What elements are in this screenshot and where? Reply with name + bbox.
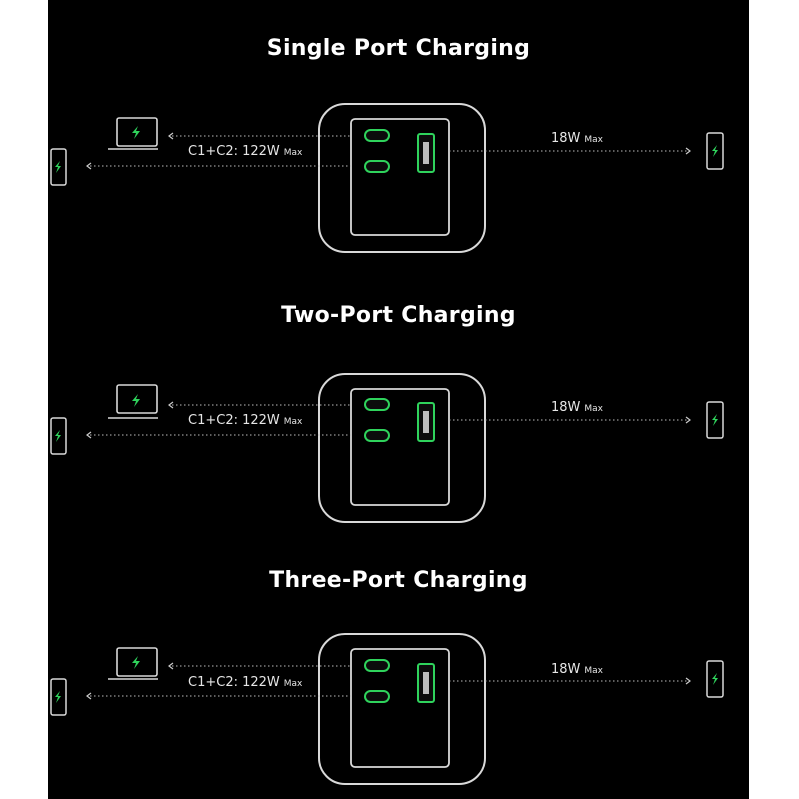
usb-c-port-icon — [364, 690, 390, 703]
charging-diagram — [50, 373, 724, 523]
usba-unit: Max — [584, 666, 604, 676]
lightning-bolt-icon — [132, 394, 140, 407]
lightning-bolt-icon — [55, 430, 61, 442]
charger-body — [318, 373, 486, 523]
laptop-icon — [108, 647, 158, 680]
usb-c-port-icon — [364, 659, 390, 672]
section-title: Three-Port Charging — [269, 568, 528, 593]
phone-icon-right — [706, 660, 724, 698]
lightning-bolt-icon — [712, 673, 718, 685]
lightning-bolt-icon — [132, 126, 140, 139]
c1c2-unit: Max — [283, 148, 303, 158]
charging-diagram — [50, 633, 724, 785]
usb-c-port-icon — [364, 129, 390, 142]
c1c2-unit: Max — [283, 679, 303, 689]
c1c2-unit: Max — [283, 417, 303, 427]
phone-icon-right — [706, 132, 724, 170]
laptop-icon — [108, 384, 158, 419]
usba-unit: Max — [584, 135, 604, 145]
lightning-bolt-icon — [55, 691, 61, 703]
phone-icon-right — [706, 401, 724, 439]
lightning-bolt-icon — [712, 145, 718, 157]
usb-c-port-icon — [364, 398, 390, 411]
phone-icon-left — [50, 678, 67, 716]
usb-c-port-icon — [364, 160, 390, 173]
usba-unit: Max — [584, 404, 604, 414]
charger-body — [318, 103, 486, 253]
section-title: Two-Port Charging — [281, 303, 516, 328]
lightning-bolt-icon — [55, 161, 61, 173]
charger-body — [318, 633, 486, 785]
charging-diagram — [50, 103, 724, 253]
lightning-bolt-icon — [712, 414, 718, 426]
section-title: Single Port Charging — [266, 36, 531, 61]
phone-icon-left — [50, 148, 67, 186]
laptop-icon — [108, 117, 158, 150]
lightning-bolt-icon — [132, 656, 140, 669]
usb-c-port-icon — [364, 429, 390, 442]
phone-icon-left — [50, 417, 67, 455]
